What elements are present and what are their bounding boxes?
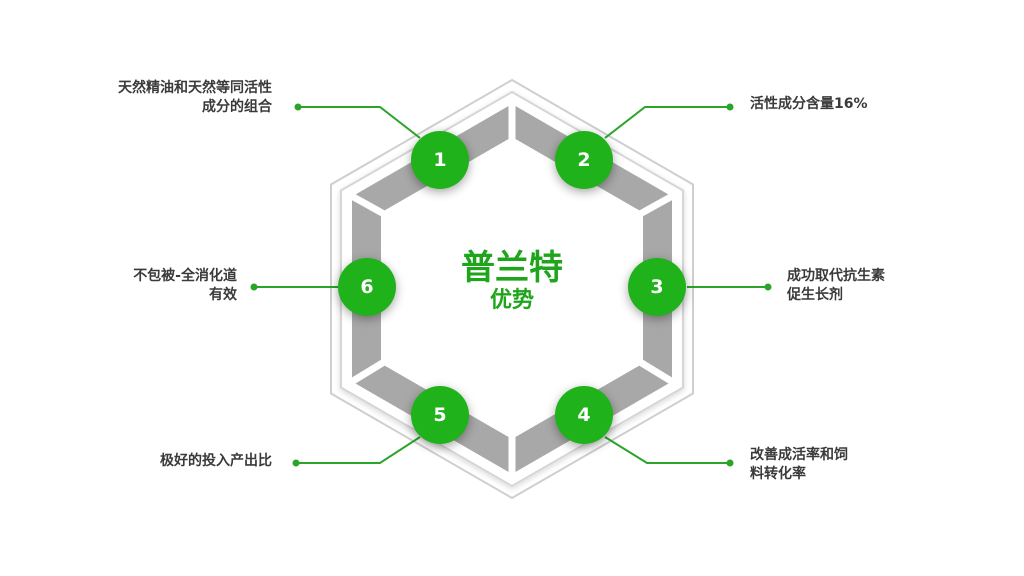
item-6-line-1: 不包被-全消化道 [133,268,237,284]
item-5-label: 极好的投入产出比 [160,452,272,471]
item-3-badge: 3 [628,258,686,316]
center-title: 普兰特 优势 [412,248,612,314]
inner-hexagon-outline [340,90,684,488]
item-5-badge: 5 [411,386,469,444]
outer-hexagon-outline [330,78,694,500]
item-2-label: 活性成分含量16% [750,95,868,114]
item-4-line-1: 改善成活率和饲 [750,447,848,463]
item-4-label: 改善成活率和饲 料转化率 [750,446,848,484]
item-1-label: 天然精油和天然等同活性 成分的组合 [118,79,272,117]
item-6-label: 不包被-全消化道 有效 [133,267,237,305]
advantage-label: 优势 [489,288,534,313]
item-3-line-2: 促生长剂 [787,287,843,303]
brand-name: 普兰特 [461,248,563,288]
item-2-badge: 2 [555,131,613,189]
item-6-line-2: 有效 [209,287,237,303]
item-1-line-2: 成分的组合 [202,99,272,115]
item-4-line-2: 料转化率 [750,466,806,482]
band-gaps [346,100,678,478]
connector-dots [250,103,772,467]
item-3-label: 成功取代抗生素 促生长剂 [787,267,885,305]
item-6-badge: 6 [338,258,396,316]
item-5-line-1: 极好的投入产出比 [160,453,272,469]
item-2-line-1: 活性成分含量16% [750,96,868,112]
item-3-line-1: 成功取代抗生素 [787,268,885,284]
item-1-line-1: 天然精油和天然等同活性 [118,80,272,96]
item-1-badge: 1 [411,131,469,189]
connector-lines [254,106,768,464]
item-4-badge: 4 [555,386,613,444]
